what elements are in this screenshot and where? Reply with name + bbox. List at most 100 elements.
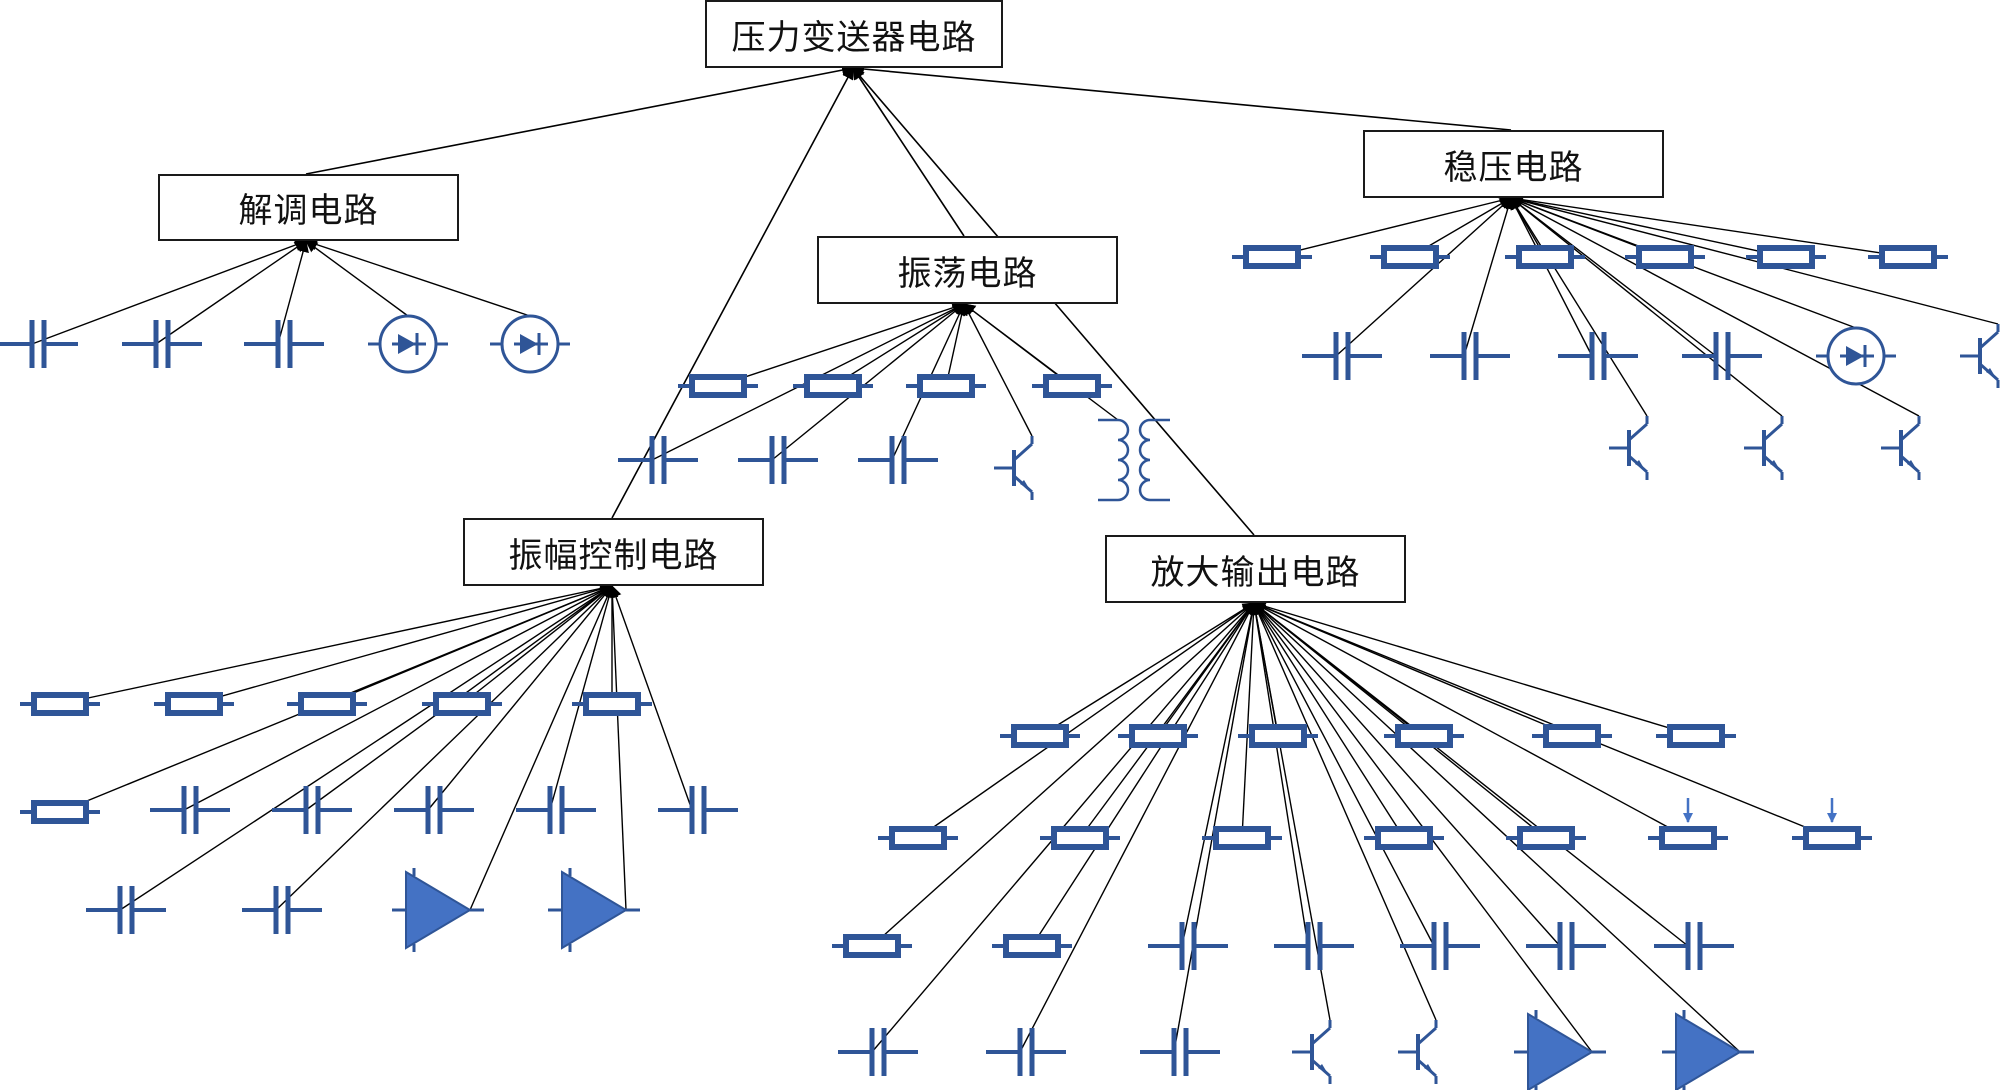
connector-line [871,602,1255,947]
connector-line [1253,602,1689,947]
connector-line [305,240,409,317]
capacitor-symbol [658,786,738,834]
transistor-symbol [994,436,1034,500]
capacitor-symbol [1430,332,1510,380]
capacitor-symbol [1148,922,1228,970]
connector-line [549,585,615,811]
connector-line [1252,602,1437,1021]
capacitor-symbol [122,320,202,368]
connector-line [963,303,1033,437]
resistor-symbol [1118,724,1198,748]
connector-line [1253,600,1697,737]
transistor-symbol [1609,416,1649,480]
connector-line [1253,602,1435,947]
connector-line [852,63,1512,131]
connector-line [31,239,307,345]
connector-line [945,303,968,387]
connector-line [1510,197,1717,357]
capacitor-symbol [1558,332,1638,380]
capacitor-symbol [150,786,230,834]
resistor-symbol [1364,826,1444,850]
resistor-symbol [1506,826,1586,850]
op-amp-symbol [392,868,484,952]
connector-line [1253,602,1689,839]
resistor-symbol [422,692,502,716]
resistor-symbol [1032,374,1112,398]
connector-line [610,585,693,811]
connector-line [1181,602,1258,947]
transistor-symbol [1960,324,2000,388]
connector-line [917,602,1255,839]
connector-line [305,238,531,317]
node-reg: 稳压电路 [1363,130,1664,198]
connector-line [771,303,965,461]
resistor-symbol [992,934,1072,958]
connector-line [1510,194,1999,325]
connector-line [183,585,613,811]
connector-line [1335,197,1512,357]
diode-symbol [490,314,570,374]
connector-line [1249,602,1309,947]
connector-line [1271,194,1512,258]
capacitor-symbol [986,1028,1066,1076]
resistor-symbol [1625,245,1705,269]
capacitor-symbol [1274,922,1354,970]
resistor-symbol [906,374,986,398]
resistor-symbol [1868,245,1948,269]
capacitor-symbol [272,786,352,834]
diode-symbol [368,314,448,374]
resistor-symbol [678,374,758,398]
connector-line [155,240,307,345]
resistor-symbol [1746,245,1826,269]
transistor-symbol [1398,1020,1438,1084]
connector-line [717,301,965,387]
capacitor-symbol [86,886,166,934]
connector-line [427,585,613,811]
op-amp-symbol [548,868,640,952]
resistor-symbol [572,692,652,716]
resistor-symbol [1000,724,1080,748]
resistor-symbol [1202,826,1282,850]
capacitor-symbol [1302,332,1382,380]
connector-line [277,240,309,345]
capacitor-symbol [244,320,324,368]
connector-line [852,67,965,237]
capacitor-symbol [1526,922,1606,970]
connector-line [119,585,613,911]
connector-line [461,585,613,705]
resistor-symbol [1370,245,1450,269]
resistor-symbol [1656,724,1736,748]
resistor-symbol [1232,245,1312,269]
op-amp-symbol [1514,1010,1606,1090]
connector-line [1510,194,1787,258]
resistor-symbol [1384,724,1464,748]
connector-line [1253,602,1405,839]
resistor-symbol [1648,826,1728,850]
capacitor-symbol [516,786,596,834]
connector-line [1253,602,1561,947]
resistor-symbol [878,826,958,850]
capacitor-symbol [738,436,818,484]
capacitor-symbol [0,320,78,368]
capacitor-symbol [1682,332,1762,380]
resistor-symbol [20,692,100,716]
connector-line [1510,197,1648,417]
connector-line [1510,197,1783,417]
connector-line [1253,601,1833,839]
connector-line [59,582,613,705]
node-out: 放大输出电路 [1105,535,1406,603]
capacitor-symbol [242,886,322,934]
capacitor-symbol [394,786,474,834]
resistor-symbol [793,374,873,398]
connector-line [1510,197,1593,357]
resistor-symbol [1792,826,1872,850]
op-amp-symbol [1662,1010,1754,1090]
resistor-symbol [1505,245,1585,269]
transistor-symbol [1292,1020,1332,1084]
transistor-symbol [1881,416,1921,480]
capacitor-symbol [1654,922,1734,970]
capacitor-symbol [618,436,698,484]
component-symbols [0,245,2000,1090]
capacitor-symbol [1400,922,1480,970]
